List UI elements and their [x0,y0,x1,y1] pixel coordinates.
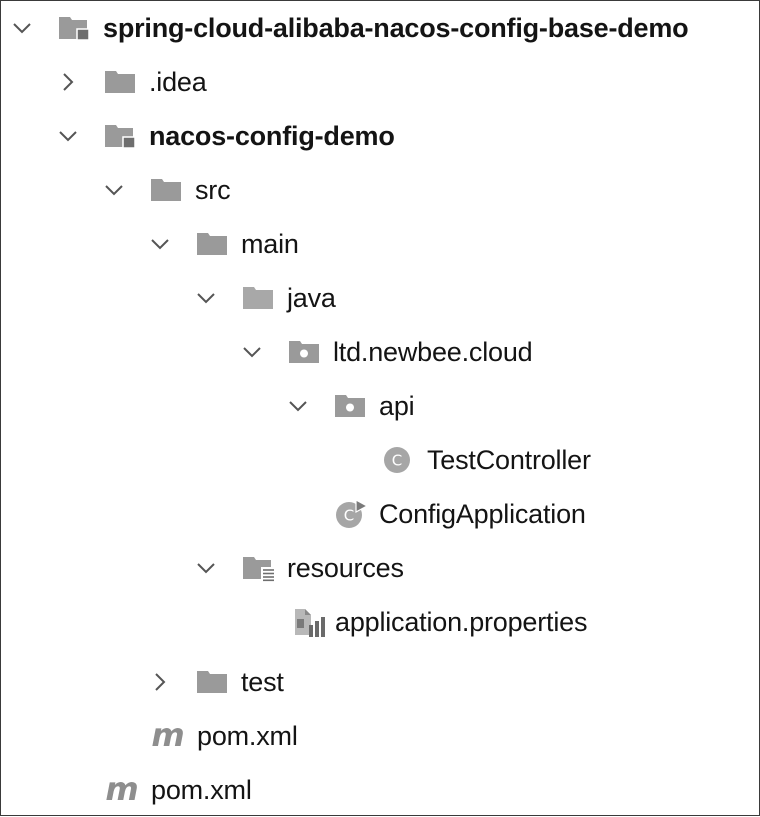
folder-icon [195,229,231,259]
resources-folder-icon [241,553,277,583]
chevron-right-icon[interactable] [57,71,79,93]
maven-icon: m [101,775,143,805]
chevron-down-icon[interactable] [195,557,217,579]
tree-node-label: pom.xml [151,775,252,805]
tree-node-application-properties[interactable]: application.properties [1,595,759,649]
tree-node-label: nacos-config-demo [149,121,395,151]
package-icon [333,391,369,421]
tree-node-label: .idea [149,67,207,97]
tree-node-label: main [241,229,299,259]
chevron-down-icon[interactable] [195,287,217,309]
svg-text:C: C [392,452,402,470]
tree-node-label: ltd.newbee.cloud [333,337,533,367]
java-class-icon: C [379,445,415,475]
tree-node-package[interactable]: ltd.newbee.cloud [1,325,759,379]
folder-icon [149,175,185,205]
svg-text:C: C [344,507,354,525]
tree-node-module-pom[interactable]: m pom.xml [1,709,759,763]
source-folder-icon [241,283,277,313]
svg-text:m: m [151,721,184,751]
folder-icon [103,67,139,97]
chevron-down-icon[interactable] [103,179,125,201]
chevron-down-icon[interactable] [57,125,79,147]
chevron-down-icon[interactable] [287,395,309,417]
tree-node-test[interactable]: test [1,655,759,709]
tree-node-src[interactable]: src [1,163,759,217]
module-folder-icon [57,13,93,43]
folder-icon [195,667,231,697]
tree-node-root[interactable]: spring-cloud-alibaba-nacos-config-base-d… [1,1,759,55]
tree-node-root-pom[interactable]: m pom.xml [1,763,759,817]
spring-boot-class-icon: C [333,498,369,529]
tree-node-module[interactable]: nacos-config-demo [1,109,759,163]
tree-node-label: ConfigApplication [379,499,586,529]
tree-node-label: spring-cloud-alibaba-nacos-config-base-d… [103,13,689,43]
chevron-down-icon[interactable] [11,17,33,39]
tree-node-label: TestController [427,445,591,475]
maven-icon: m [147,721,189,751]
module-folder-icon [103,121,139,151]
tree-node-label: resources [287,553,404,583]
chevron-down-icon[interactable] [149,233,171,255]
properties-file-icon [291,607,327,637]
tree-node-main[interactable]: main [1,217,759,271]
tree-node-label: pom.xml [197,721,298,751]
chevron-down-icon[interactable] [241,341,263,363]
tree-node-idea[interactable]: .idea [1,55,759,109]
tree-node-label: application.properties [335,607,588,637]
svg-text:m: m [105,775,138,805]
chevron-right-icon[interactable] [149,671,171,693]
tree-node-label: java [287,283,336,313]
tree-node-label: api [379,391,415,421]
tree-node-api[interactable]: api [1,379,759,433]
tree-node-java[interactable]: java [1,271,759,325]
tree-node-label: src [195,175,231,205]
package-icon [287,337,323,367]
tree-node-config-application[interactable]: C ConfigApplication [1,487,759,541]
tree-node-test-controller[interactable]: C TestController [1,433,759,487]
tree-node-resources[interactable]: resources [1,541,759,595]
tree-node-label: test [241,667,284,697]
